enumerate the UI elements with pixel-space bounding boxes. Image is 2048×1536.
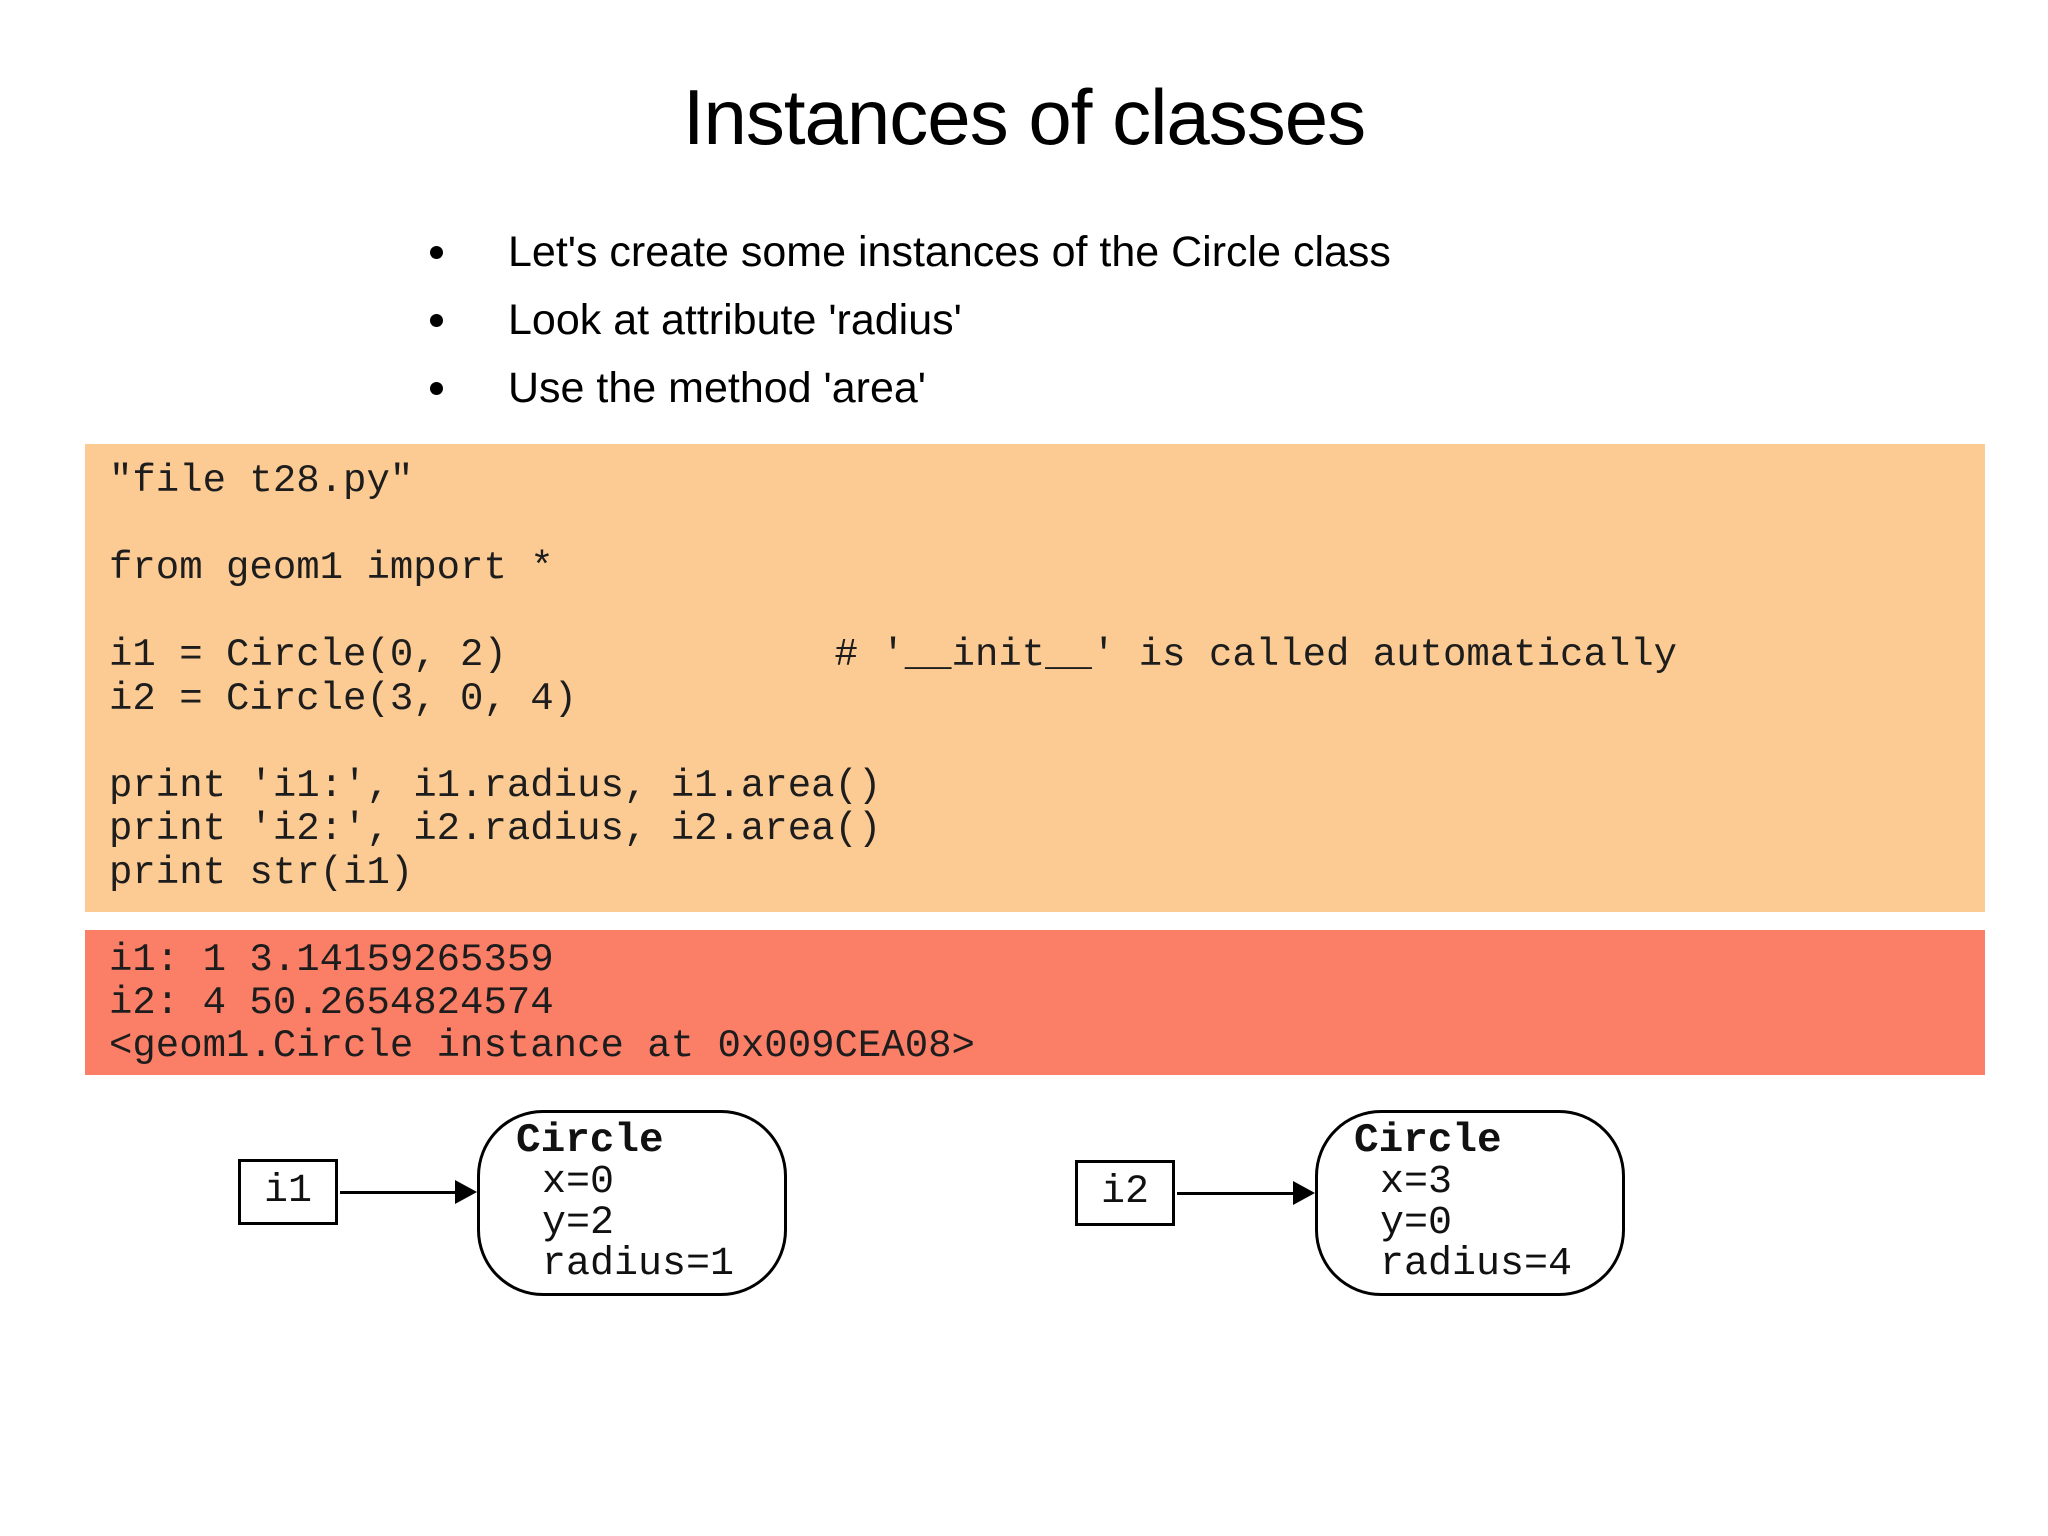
bullet-list: Let's create some instances of the Circl… [430, 218, 1391, 422]
bullet-item: Let's create some instances of the Circl… [430, 218, 1391, 286]
bullet-text: Use the method 'area' [508, 364, 926, 412]
object-attribute: radius=1 [542, 1242, 735, 1287]
output-block: i1: 1 3.14159265359 i2: 4 50.2654824574 … [85, 930, 1985, 1075]
bullet-item: Use the method 'area' [430, 354, 1391, 422]
object-attribute: x=0 [542, 1160, 615, 1205]
object-attribute: y=2 [542, 1201, 615, 1246]
object-attribute: x=3 [1380, 1160, 1453, 1205]
object-class-name: Circle [1354, 1118, 1502, 1164]
bullet-dot-icon [430, 246, 443, 259]
bullet-dot-icon [430, 314, 443, 327]
object-attribute: y=0 [1380, 1201, 1453, 1246]
arrow-shaft [340, 1190, 458, 1194]
pointer-arrow [340, 1180, 477, 1204]
object-attribute: radius=4 [1380, 1242, 1573, 1287]
object-class-name: Circle [516, 1118, 664, 1164]
bullet-text: Let's create some instances of the Circl… [508, 228, 1391, 276]
object-box-circle-2: Circle x=3 y=0 radius=4 [1315, 1110, 1625, 1296]
variable-label: i1 [263, 1169, 312, 1214]
variable-box-i1: i1 [238, 1159, 338, 1225]
bullet-text: Look at attribute 'radius' [508, 296, 962, 344]
object-box-circle-1: Circle x=0 y=2 radius=1 [477, 1110, 787, 1296]
arrow-head-icon [455, 1180, 477, 1204]
bullet-dot-icon [430, 382, 443, 395]
page-title: Instances of classes [682, 73, 1366, 161]
code-block: "file t28.py" from geom1 import * i1 = C… [85, 444, 1985, 912]
arrow-shaft [1177, 1191, 1296, 1195]
variable-box-i2: i2 [1075, 1160, 1175, 1226]
variable-label: i2 [1100, 1170, 1149, 1215]
arrow-head-icon [1293, 1181, 1315, 1205]
bullet-item: Look at attribute 'radius' [430, 286, 1391, 354]
pointer-arrow [1177, 1181, 1315, 1205]
